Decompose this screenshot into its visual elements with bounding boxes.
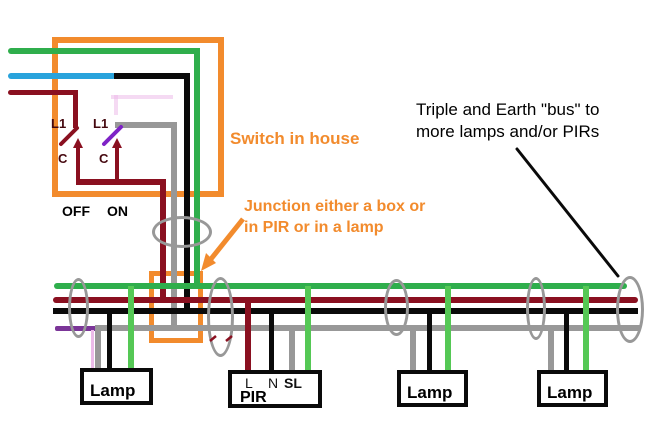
switch-on-state-label: ON xyxy=(107,203,128,219)
ghost-wire-vertical xyxy=(114,95,118,115)
bus-note-pointer-line xyxy=(515,147,620,278)
junction-label-line2: in PIR or in a lamp xyxy=(244,219,384,236)
lamp3-label: Lamp xyxy=(547,383,593,402)
switch-off-common-label: C xyxy=(58,151,68,166)
neutral-wire-top-horizontal xyxy=(114,73,190,79)
cable-loop-bus-left-end xyxy=(68,278,89,338)
ghost-wire-horizontal xyxy=(111,95,173,99)
junction-arrow-shaft xyxy=(209,217,245,261)
pir-terminal-neutral: N xyxy=(268,375,279,391)
earth-wire-top-vertical xyxy=(194,48,200,289)
lamp3-neutral-drop xyxy=(564,311,569,372)
switch-house-label: Switch in house xyxy=(230,129,360,148)
lamp1-label: Lamp xyxy=(90,381,136,400)
lamp1-earth-drop xyxy=(128,286,134,370)
pir-earth-drop xyxy=(305,286,311,372)
lamp3-box: Lamp xyxy=(537,370,608,407)
neutral-supply-wire-blue xyxy=(8,73,116,79)
lamp3-earth-drop xyxy=(583,286,589,372)
switch-off-state-label: OFF xyxy=(62,203,90,219)
lamp1-switched-live-drop xyxy=(95,327,101,370)
cable-loop-after-junction xyxy=(207,277,234,357)
pir-neutral-drop xyxy=(269,311,274,372)
pir-label: PIR xyxy=(240,389,267,406)
lamp3-switched-live-drop xyxy=(548,328,554,372)
neutral-wire-top-vertical xyxy=(184,73,190,314)
lamp1-switched-live-drop-lavender xyxy=(91,330,94,368)
switch-house-box xyxy=(52,37,224,197)
live-feed-wire-horizontal xyxy=(8,90,78,95)
lamp1-box: Lamp xyxy=(80,368,153,405)
pir-switched-live-drop xyxy=(289,328,295,372)
bus-note-label: Triple and Earth "bus" to more lamps and… xyxy=(416,99,599,143)
lamp2-label: Lamp xyxy=(407,383,453,402)
earth-bus-wire xyxy=(54,283,627,289)
pir-live-drop xyxy=(245,300,251,372)
lamp2-switched-live-drop xyxy=(410,328,416,372)
switch-on-common-label: C xyxy=(99,151,109,166)
cable-loop-before-lamp3 xyxy=(526,277,546,340)
switch-common-wire-left-stub xyxy=(76,147,80,182)
lamp2-box: Lamp xyxy=(397,370,468,407)
earth-wire-top-horizontal xyxy=(8,48,198,54)
cable-loop-bus-right-end xyxy=(616,276,644,343)
neutral-bus-wire xyxy=(53,308,638,314)
cable-loop-mid-bus xyxy=(384,279,409,336)
switch-common-wire-right-stub xyxy=(115,147,119,182)
pir-box: L N SL PIR xyxy=(228,370,322,408)
switch-off-l1-label: L1 xyxy=(51,116,67,131)
pir-terminal-switched-live: SL xyxy=(284,375,302,391)
pir-terminal-live: L xyxy=(245,375,253,391)
switched-live-wire-horizontal xyxy=(115,122,177,128)
bus-note-line1: Triple and Earth "bus" to xyxy=(416,100,600,119)
live-feed-wire-vertical xyxy=(73,90,78,128)
switch-on-l1-label: L1 xyxy=(93,116,109,131)
junction-label-line1: Junction either a box or xyxy=(244,198,426,215)
junction-arrow-head xyxy=(201,253,216,271)
lamp2-earth-drop xyxy=(445,286,451,372)
switch-common-wire-horizontal xyxy=(76,179,166,185)
live-bus-wire xyxy=(53,297,638,303)
switched-live-bus-wire xyxy=(95,325,640,331)
bus-note-line2: more lamps and/or PIRs xyxy=(416,122,600,141)
junction-label: Junction either a box or in PIR or in a … xyxy=(244,196,425,238)
cable-loop-switch-drop xyxy=(152,216,212,248)
lamp1-neutral-drop xyxy=(107,311,112,370)
lamp2-neutral-drop xyxy=(427,311,432,372)
